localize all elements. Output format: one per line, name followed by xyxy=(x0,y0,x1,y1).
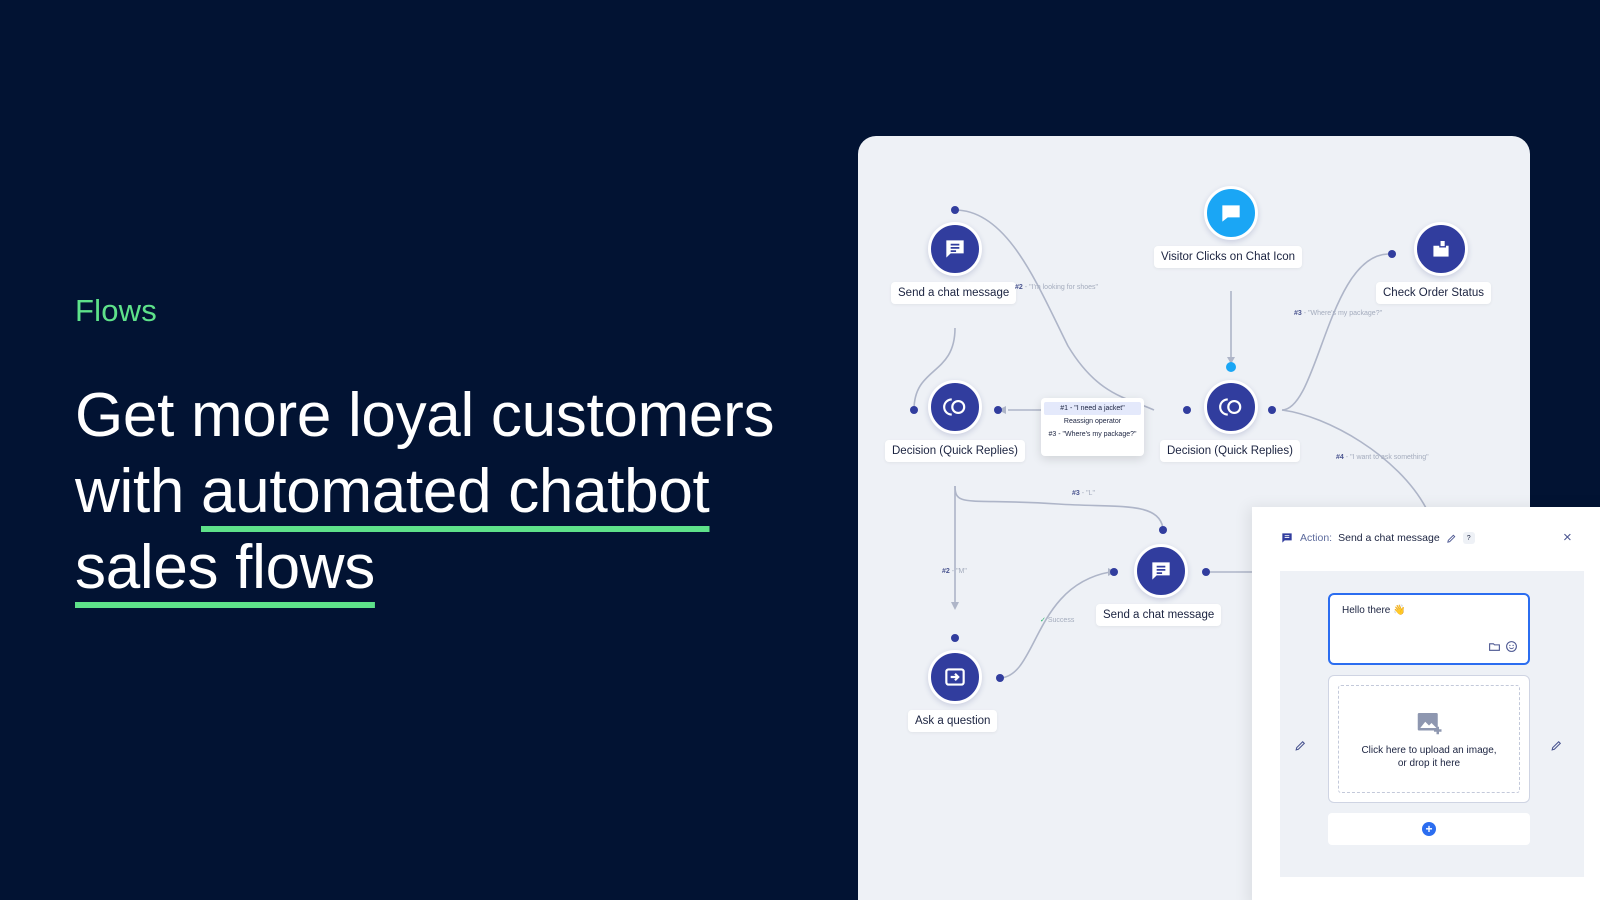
port-send-top-in[interactable] xyxy=(951,206,959,214)
hero-headline: Get more loyal customers with automated … xyxy=(75,378,835,606)
node-trigger-chat-icon[interactable] xyxy=(1204,186,1258,240)
label-trigger: Visitor Clicks on Chat Icon xyxy=(1154,246,1303,268)
edge-label-package: #3- "Where's my package?" xyxy=(1294,310,1383,317)
hero-eyebrow: Flows xyxy=(75,293,157,328)
port-send-mid-left[interactable] xyxy=(1110,568,1118,576)
headline-highlight-1: automated chatbot xyxy=(200,457,710,526)
label-send-chat-top: Send a chat message xyxy=(891,282,1017,304)
node-ask-question[interactable] xyxy=(928,650,982,704)
headline-with: with xyxy=(75,457,201,526)
label-decision-right: Decision (Quick Replies) xyxy=(1160,440,1300,462)
add-button[interactable]: + xyxy=(1422,822,1436,836)
headline-highlight-2: sales flows xyxy=(75,533,375,602)
edit-left-pencil-icon[interactable] xyxy=(1294,739,1307,757)
action-prefix: Action: xyxy=(1300,532,1333,544)
quick-reply-item[interactable]: #3 - "Where's my package?" xyxy=(1048,431,1137,438)
port-decision-right-in[interactable] xyxy=(1226,362,1236,372)
label-decision-left: Decision (Quick Replies) xyxy=(885,440,1025,462)
help-button[interactable]: ? xyxy=(1462,532,1475,544)
chat-message-icon xyxy=(1282,533,1292,543)
chat-message-icon xyxy=(1152,562,1170,580)
node-send-chat-top[interactable] xyxy=(928,222,982,276)
headline-line-1: Get more loyal customers xyxy=(75,381,775,450)
emoji-icon[interactable] xyxy=(1505,640,1518,653)
node-decision-left[interactable] xyxy=(928,380,982,434)
port-send-mid-top[interactable] xyxy=(1159,526,1167,534)
message-input[interactable]: Hello there 👋 xyxy=(1328,593,1530,665)
input-question-icon xyxy=(945,668,965,686)
edge-label-shoes: #2- "I'm looking for shoes" xyxy=(1015,284,1099,291)
action-name: Send a chat message xyxy=(1338,532,1440,544)
port-decision-left-out[interactable] xyxy=(994,406,1002,414)
decision-icon xyxy=(1219,398,1242,416)
edit-right-pencil-icon[interactable] xyxy=(1550,739,1563,757)
action-panel: Action: Send a chat message ? × Hello th… xyxy=(1252,507,1600,900)
panel-body: Hello there 👋 Click here to upload an im… xyxy=(1280,571,1584,877)
port-ask-in[interactable] xyxy=(951,634,959,642)
flow-connectors xyxy=(913,209,1427,679)
label-send-chat-mid: Send a chat message xyxy=(1096,604,1222,626)
image-upload-area[interactable]: Click here to upload an image, or drop i… xyxy=(1328,675,1530,803)
node-send-chat-mid[interactable] xyxy=(1134,544,1188,598)
port-decision-right-out[interactable] xyxy=(1268,406,1276,414)
quick-replies-popup[interactable]: #1 - "I need a jacket" Reassign operator… xyxy=(1041,398,1144,456)
chat-bubble-icon xyxy=(1222,205,1240,222)
package-icon xyxy=(1433,239,1449,257)
message-text: Hello there 👋 xyxy=(1342,605,1406,616)
quick-reply-item[interactable]: Reassign operator xyxy=(1063,418,1122,425)
panel-header: Action: Send a chat message ? xyxy=(1280,531,1475,545)
edge-label-ask: #4- "I want to ask something" xyxy=(1336,454,1429,461)
upload-hint-1: Click here to upload an image, xyxy=(1361,745,1497,756)
close-icon[interactable]: × xyxy=(1563,529,1572,546)
port-decision-right-left[interactable] xyxy=(1183,406,1191,414)
upload-hint-2: or drop it here xyxy=(1397,758,1461,769)
chat-message-icon xyxy=(946,240,964,258)
image-dropzone[interactable]: Click here to upload an image, or drop i… xyxy=(1338,685,1520,793)
node-check-order-status[interactable] xyxy=(1414,222,1468,276)
port-decision-left-in[interactable] xyxy=(910,406,918,414)
folder-icon[interactable] xyxy=(1488,640,1501,653)
edge-label-l: #3- "L" xyxy=(1072,490,1095,497)
add-element-row: + xyxy=(1328,813,1530,845)
node-decision-right[interactable] xyxy=(1204,380,1258,434)
port-send-mid-right[interactable] xyxy=(1202,568,1210,576)
port-ask-out[interactable] xyxy=(996,674,1004,682)
decision-icon xyxy=(943,398,966,416)
label-ask-question: Ask a question xyxy=(908,710,998,732)
message-tools xyxy=(1488,640,1518,653)
port-check-order-in[interactable] xyxy=(1388,250,1396,258)
edge-label-success: ✓Success xyxy=(1040,617,1075,624)
check-icon: ✓ xyxy=(1040,617,1046,624)
image-add-icon xyxy=(1417,713,1442,735)
quick-reply-item[interactable]: #1 - "I need a jacket" xyxy=(1044,402,1141,415)
edge-label-m: #2- "M" xyxy=(942,568,967,575)
label-check-order: Check Order Status xyxy=(1376,282,1491,304)
pencil-icon[interactable] xyxy=(1446,533,1457,544)
